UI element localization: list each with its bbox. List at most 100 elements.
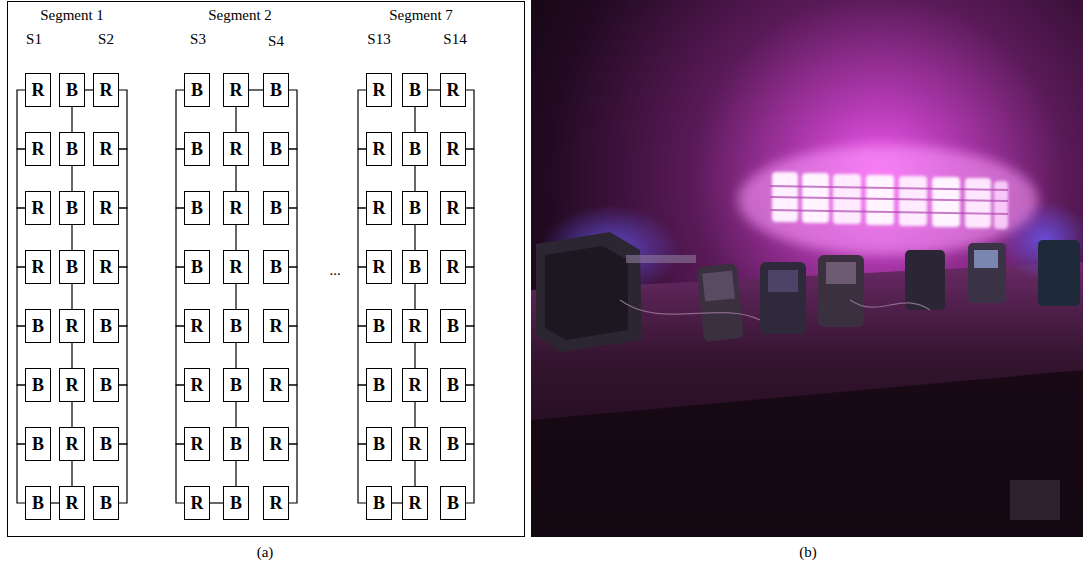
led-letter: R (270, 376, 283, 394)
series-wire (235, 284, 236, 309)
led-box: R (59, 368, 85, 402)
led-letter: R (230, 81, 243, 99)
led-box: B (223, 427, 249, 461)
series-wire (176, 208, 184, 267)
led-letter: R (32, 81, 45, 99)
led-letter: B (100, 494, 112, 512)
series-wire (358, 149, 366, 208)
led-box: R (184, 427, 210, 461)
series-wire (119, 208, 127, 267)
series-wire (119, 385, 127, 444)
led-box: R (184, 309, 210, 343)
series-wire (466, 267, 474, 326)
led-box: B (440, 486, 466, 520)
led-box: R (440, 132, 466, 166)
series-wire (466, 208, 474, 267)
segment-label: Segment 1 (40, 7, 104, 24)
led-box: B (184, 191, 210, 225)
led-box: B (440, 309, 466, 343)
led-box: B (93, 427, 119, 461)
series-wire (249, 89, 263, 90)
led-box: R (25, 191, 51, 225)
led-box: B (93, 368, 119, 402)
series-wire (392, 502, 402, 503)
series-wire (428, 89, 440, 90)
led-letter: B (373, 435, 385, 453)
led-box: R (366, 73, 392, 107)
series-wire (85, 89, 93, 90)
led-letter: B (32, 435, 44, 453)
led-letter: R (100, 258, 113, 276)
led-letter: B (191, 258, 203, 276)
led-letter: B (66, 140, 78, 158)
series-wire (414, 461, 415, 486)
led-box: R (402, 368, 428, 402)
led-box: B (223, 486, 249, 520)
led-letter: B (191, 140, 203, 158)
string-label: S3 (190, 31, 206, 48)
series-wire (51, 502, 59, 503)
series-wire (119, 444, 127, 503)
led-letter: R (373, 81, 386, 99)
led-letter: R (230, 258, 243, 276)
led-letter: R (100, 140, 113, 158)
led-box: R (223, 250, 249, 284)
series-wire (119, 90, 127, 149)
string-label: S14 (443, 31, 466, 48)
series-wire (466, 385, 474, 444)
panel-frame (8, 2, 525, 537)
series-wire (17, 267, 25, 326)
led-box: B (59, 73, 85, 107)
led-letter: R (66, 376, 79, 394)
series-wire (71, 461, 72, 486)
led-letter: B (100, 435, 112, 453)
series-wire (358, 208, 366, 267)
led-box: B (402, 132, 428, 166)
led-box: R (440, 191, 466, 225)
led-letter: R (100, 199, 113, 217)
led-box: B (25, 368, 51, 402)
series-wire (289, 90, 297, 149)
series-wire (289, 444, 297, 503)
led-box: R (184, 486, 210, 520)
led-letter: R (409, 376, 422, 394)
led-letter: R (447, 258, 460, 276)
led-letter: B (230, 494, 242, 512)
led-box: R (223, 132, 249, 166)
led-box: B (440, 427, 466, 461)
series-wire (414, 284, 415, 309)
series-wire (358, 326, 366, 385)
led-box: B (25, 309, 51, 343)
led-letter: R (66, 494, 79, 512)
series-wire (414, 343, 415, 368)
led-letter: B (230, 435, 242, 453)
led-letter: B (100, 317, 112, 335)
led-box: B (263, 250, 289, 284)
led-letter: R (447, 199, 460, 217)
led-letter: B (32, 317, 44, 335)
led-box: R (93, 132, 119, 166)
led-letter: B (373, 376, 385, 394)
led-box: R (263, 427, 289, 461)
series-wire (466, 90, 474, 149)
series-wire (119, 149, 127, 208)
led-box: B (366, 368, 392, 402)
led-box: B (440, 368, 466, 402)
led-box: B (223, 309, 249, 343)
led-box: R (263, 309, 289, 343)
led-letter: B (373, 494, 385, 512)
series-wire (71, 107, 72, 132)
series-wire (235, 343, 236, 368)
led-box: R (25, 73, 51, 107)
led-letter: B (270, 140, 282, 158)
series-wire (235, 166, 236, 191)
led-box: B (366, 427, 392, 461)
led-letter: R (373, 140, 386, 158)
led-box: R (93, 191, 119, 225)
led-letter: B (270, 199, 282, 217)
led-letter: B (230, 376, 242, 394)
led-letter: B (270, 81, 282, 99)
led-letter: R (373, 258, 386, 276)
led-letter: R (447, 140, 460, 158)
